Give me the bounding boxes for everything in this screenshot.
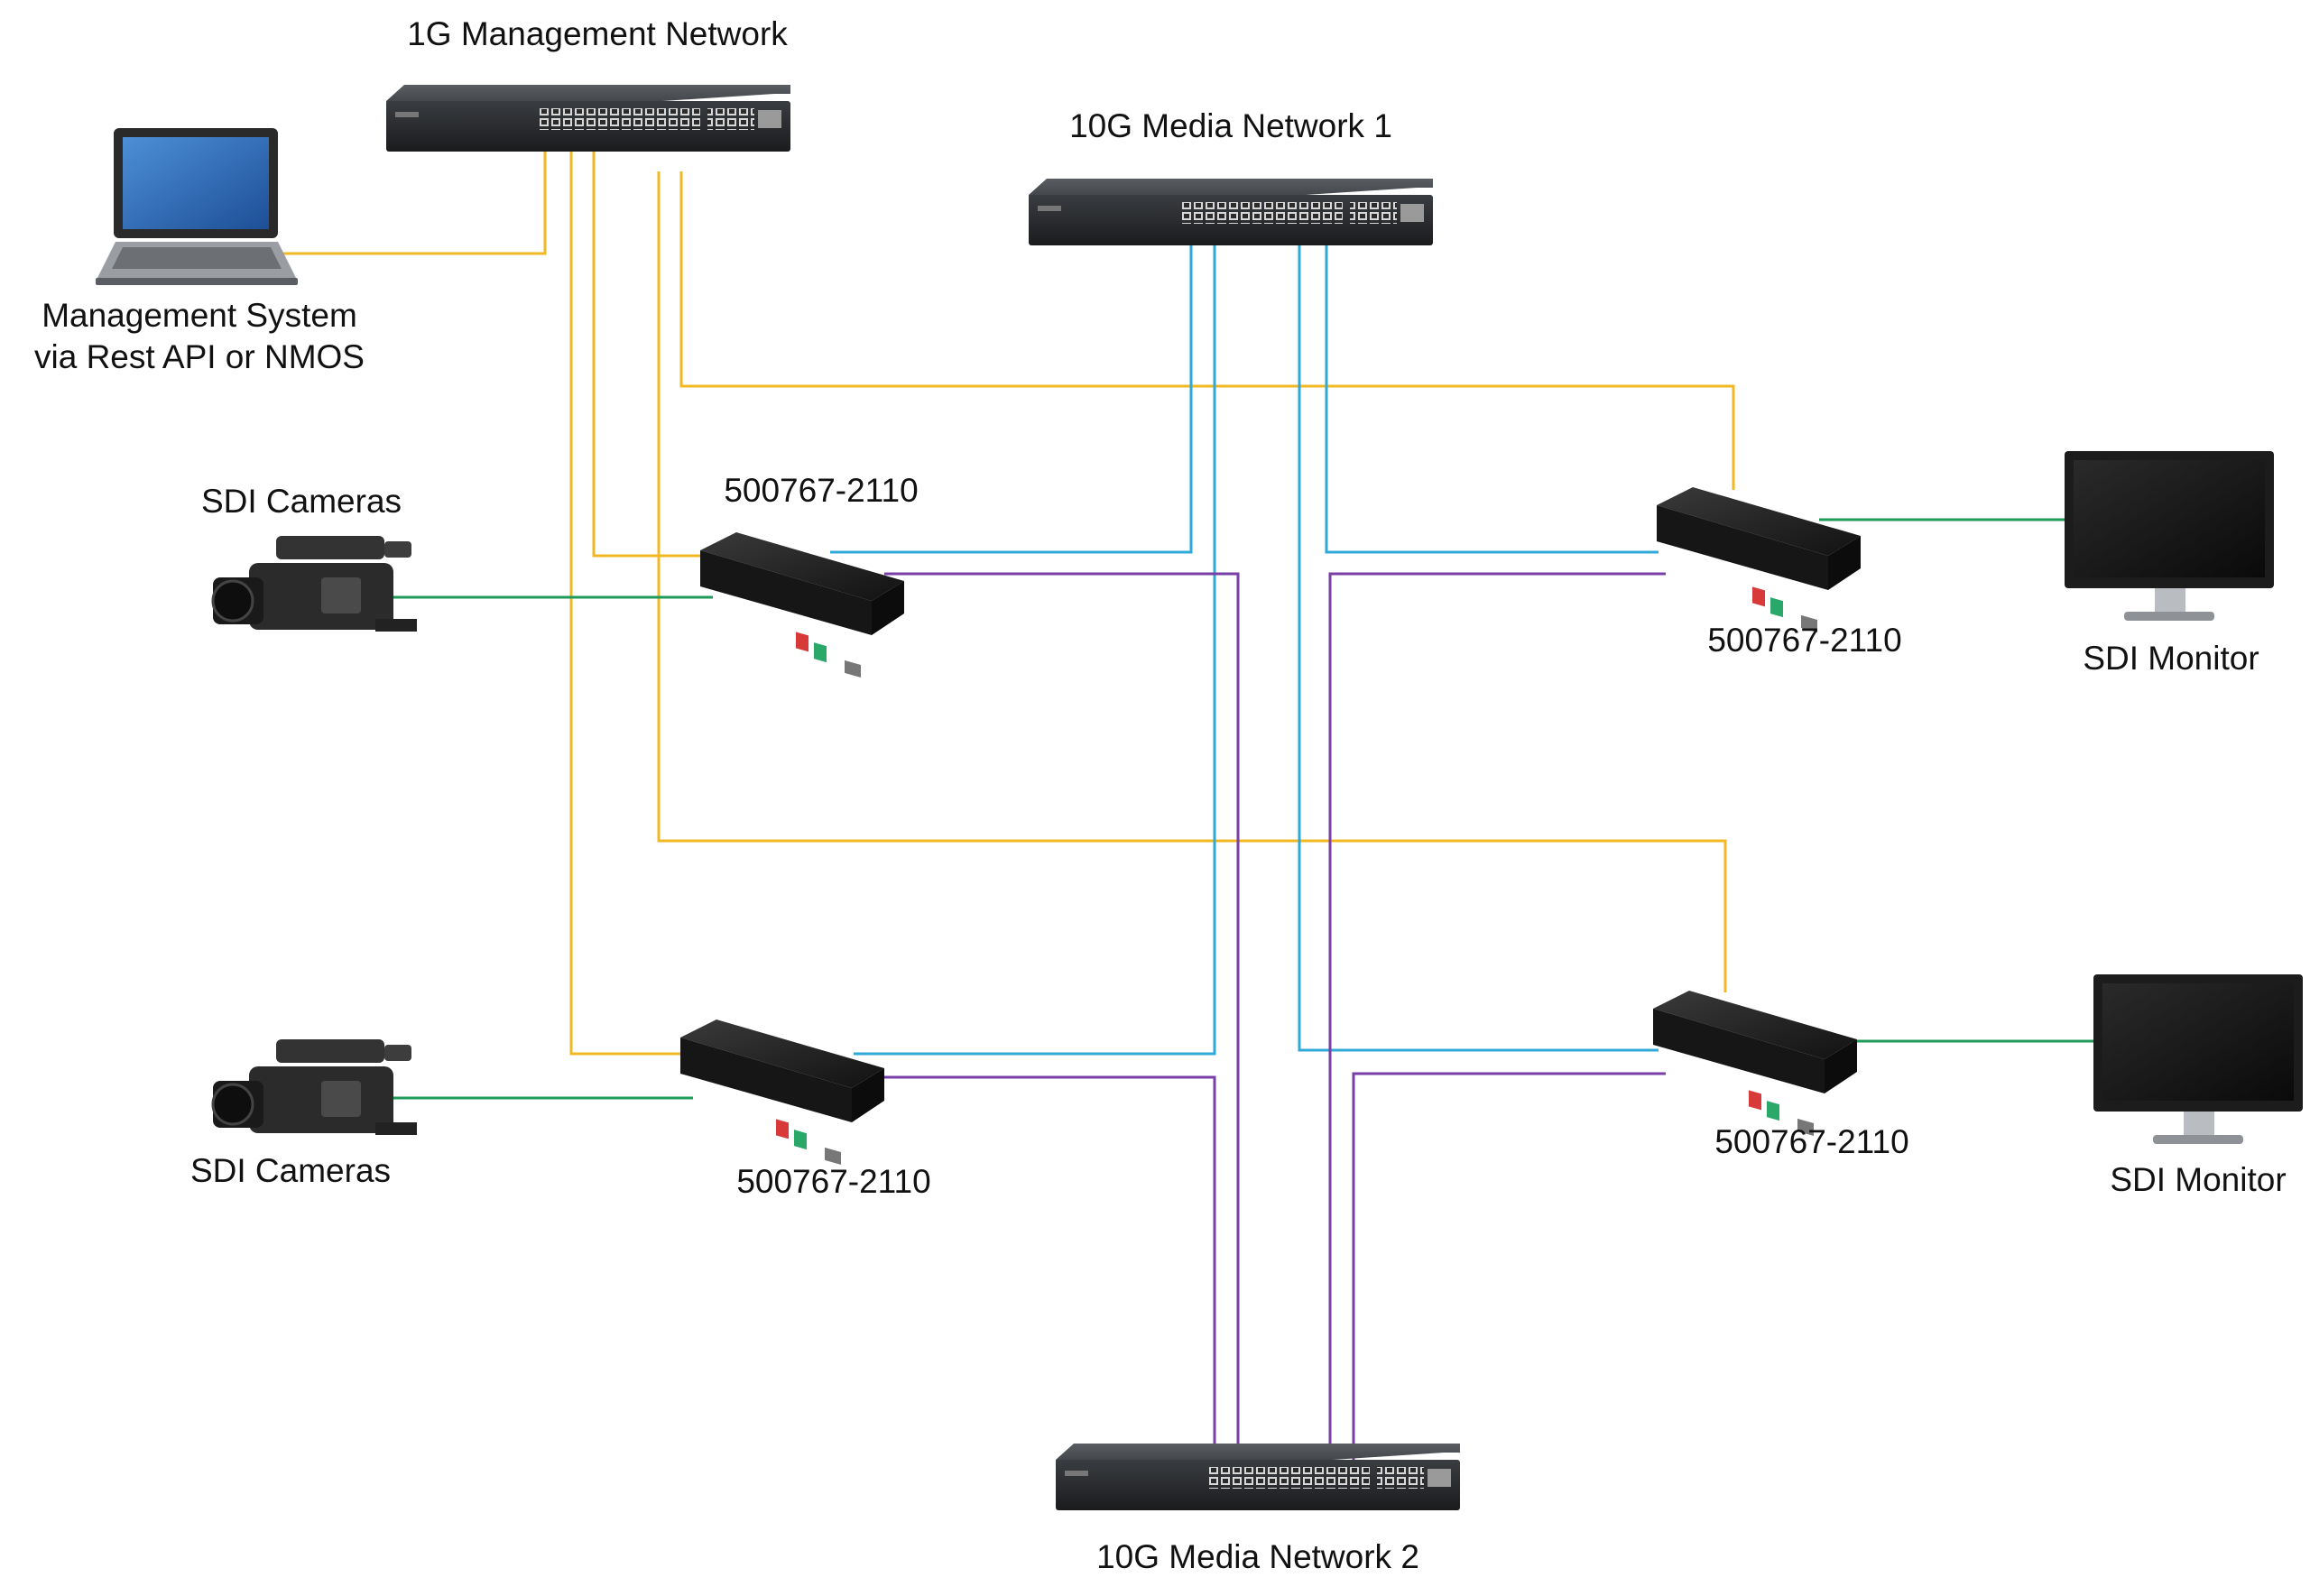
management-system-label-1: Management System [42, 297, 357, 334]
video-camera-icon [211, 536, 417, 632]
ip-gateway-icon [680, 1019, 884, 1166]
monitor-icon [2065, 451, 2274, 621]
mgmt-line-dec-top [679, 171, 1735, 490]
decoder-bottom-label: 500767-2110 [1714, 1123, 1908, 1160]
video-camera-icon [211, 1039, 417, 1135]
management-system-label-2: via Rest API or NMOS [34, 338, 365, 375]
camera-top-label: SDI Cameras [201, 483, 402, 520]
monitor-bottom-label: SDI Monitor [2110, 1161, 2286, 1198]
laptop-icon [96, 128, 298, 285]
media1-line-dec-top [1325, 233, 1659, 554]
media1-switch-label: 10G Media Network 1 [1069, 107, 1392, 144]
network-switch-icon [386, 85, 790, 152]
ip-gateway-icon [1657, 487, 1861, 633]
media2-line-dec-top [1328, 572, 1666, 1480]
media2-switch-label: 10G Media Network 2 [1096, 1538, 1419, 1575]
decoder-top-label: 500767-2110 [1707, 622, 1901, 659]
mgmt-line-enc-top [592, 144, 704, 558]
ip-gateway-icon [700, 532, 904, 678]
media2-line-enc-bottom [881, 1075, 1216, 1480]
encoder-bottom-label: 500767-2110 [736, 1163, 930, 1200]
media1-line-enc-top [830, 233, 1193, 554]
mgmt-switch-label: 1G Management Network [407, 15, 788, 52]
network-switch-icon [1029, 179, 1433, 245]
media1-line-dec-bottom [1298, 233, 1659, 1052]
media2-line-dec-bottom [1352, 1072, 1666, 1480]
mgmt-line-enc-bottom [569, 144, 683, 1056]
labels: 1G Management Network 10G Media Network … [34, 15, 2287, 1575]
connection-lines [280, 137, 2097, 1480]
monitor-icon [2093, 974, 2303, 1144]
encoder-top-label: 500767-2110 [724, 472, 918, 509]
mgmt-line-dec-bottom [657, 171, 1727, 992]
ip-gateway-icon [1653, 991, 1857, 1137]
network-switch-icon [1056, 1444, 1460, 1510]
monitor-top-label: SDI Monitor [2083, 640, 2259, 677]
media2-line-enc-top [884, 572, 1240, 1480]
media1-line-enc-bottom [854, 233, 1216, 1056]
camera-bottom-label: SDI Cameras [190, 1152, 391, 1189]
mgmt-line-laptop [280, 137, 547, 255]
